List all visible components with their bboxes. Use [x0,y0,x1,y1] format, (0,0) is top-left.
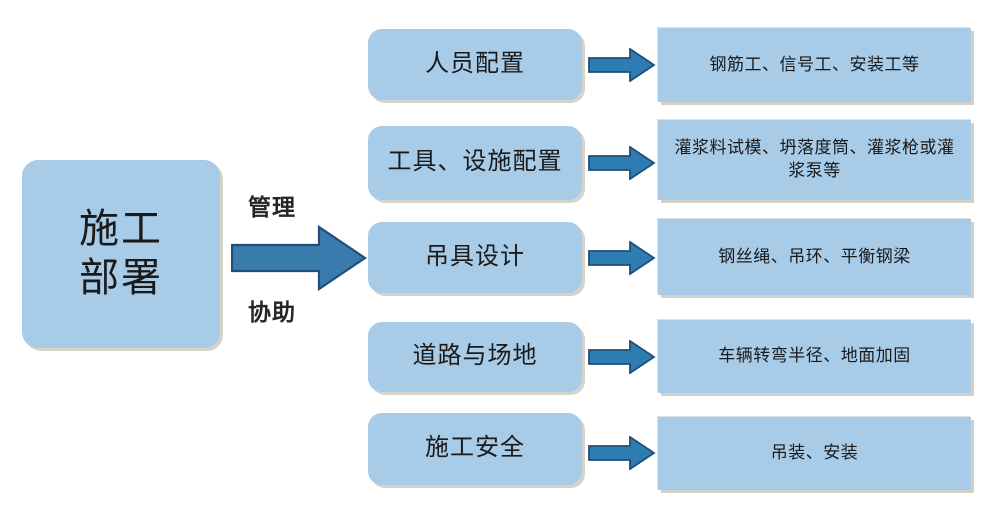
category-node-4[interactable]: 道路与场地 [368,322,582,392]
row-arrow-2 [588,146,656,180]
row-arrow-4 [588,340,656,374]
edge-label-assist: 协助 [248,299,296,325]
category-node-5[interactable]: 施工安全 [368,413,582,485]
category-node-1[interactable]: 人员配置 [368,29,582,100]
detail-node-2[interactable]: 灌浆料试模、坍落度筒、灌浆枪或灌浆泵等 [658,120,971,200]
main-arrow-root-to-categories [231,225,367,291]
root-node-label-line2: 部署 [79,255,163,300]
detail-node-3[interactable]: 钢丝绳、吊环、平衡钢梁 [658,219,971,295]
row-arrow-5 [588,436,656,470]
root-node-label-line1: 施工 [79,206,163,252]
detail-node-4[interactable]: 车辆转弯半径、地面加固 [658,320,971,393]
root-node-label: 施工 部署 [79,205,163,303]
detail-node-1[interactable]: 钢筋工、信号工、安装工等 [658,28,971,102]
edge-label-manage: 管理 [248,194,296,220]
category-node-2[interactable]: 工具、设施配置 [368,126,582,200]
root-node-construction-deployment[interactable]: 施工 部署 [22,160,220,348]
row-arrow-3 [588,241,656,275]
category-node-3[interactable]: 吊具设计 [368,222,582,293]
detail-node-5[interactable]: 吊装、安装 [658,417,971,490]
row-arrow-1 [588,48,656,82]
